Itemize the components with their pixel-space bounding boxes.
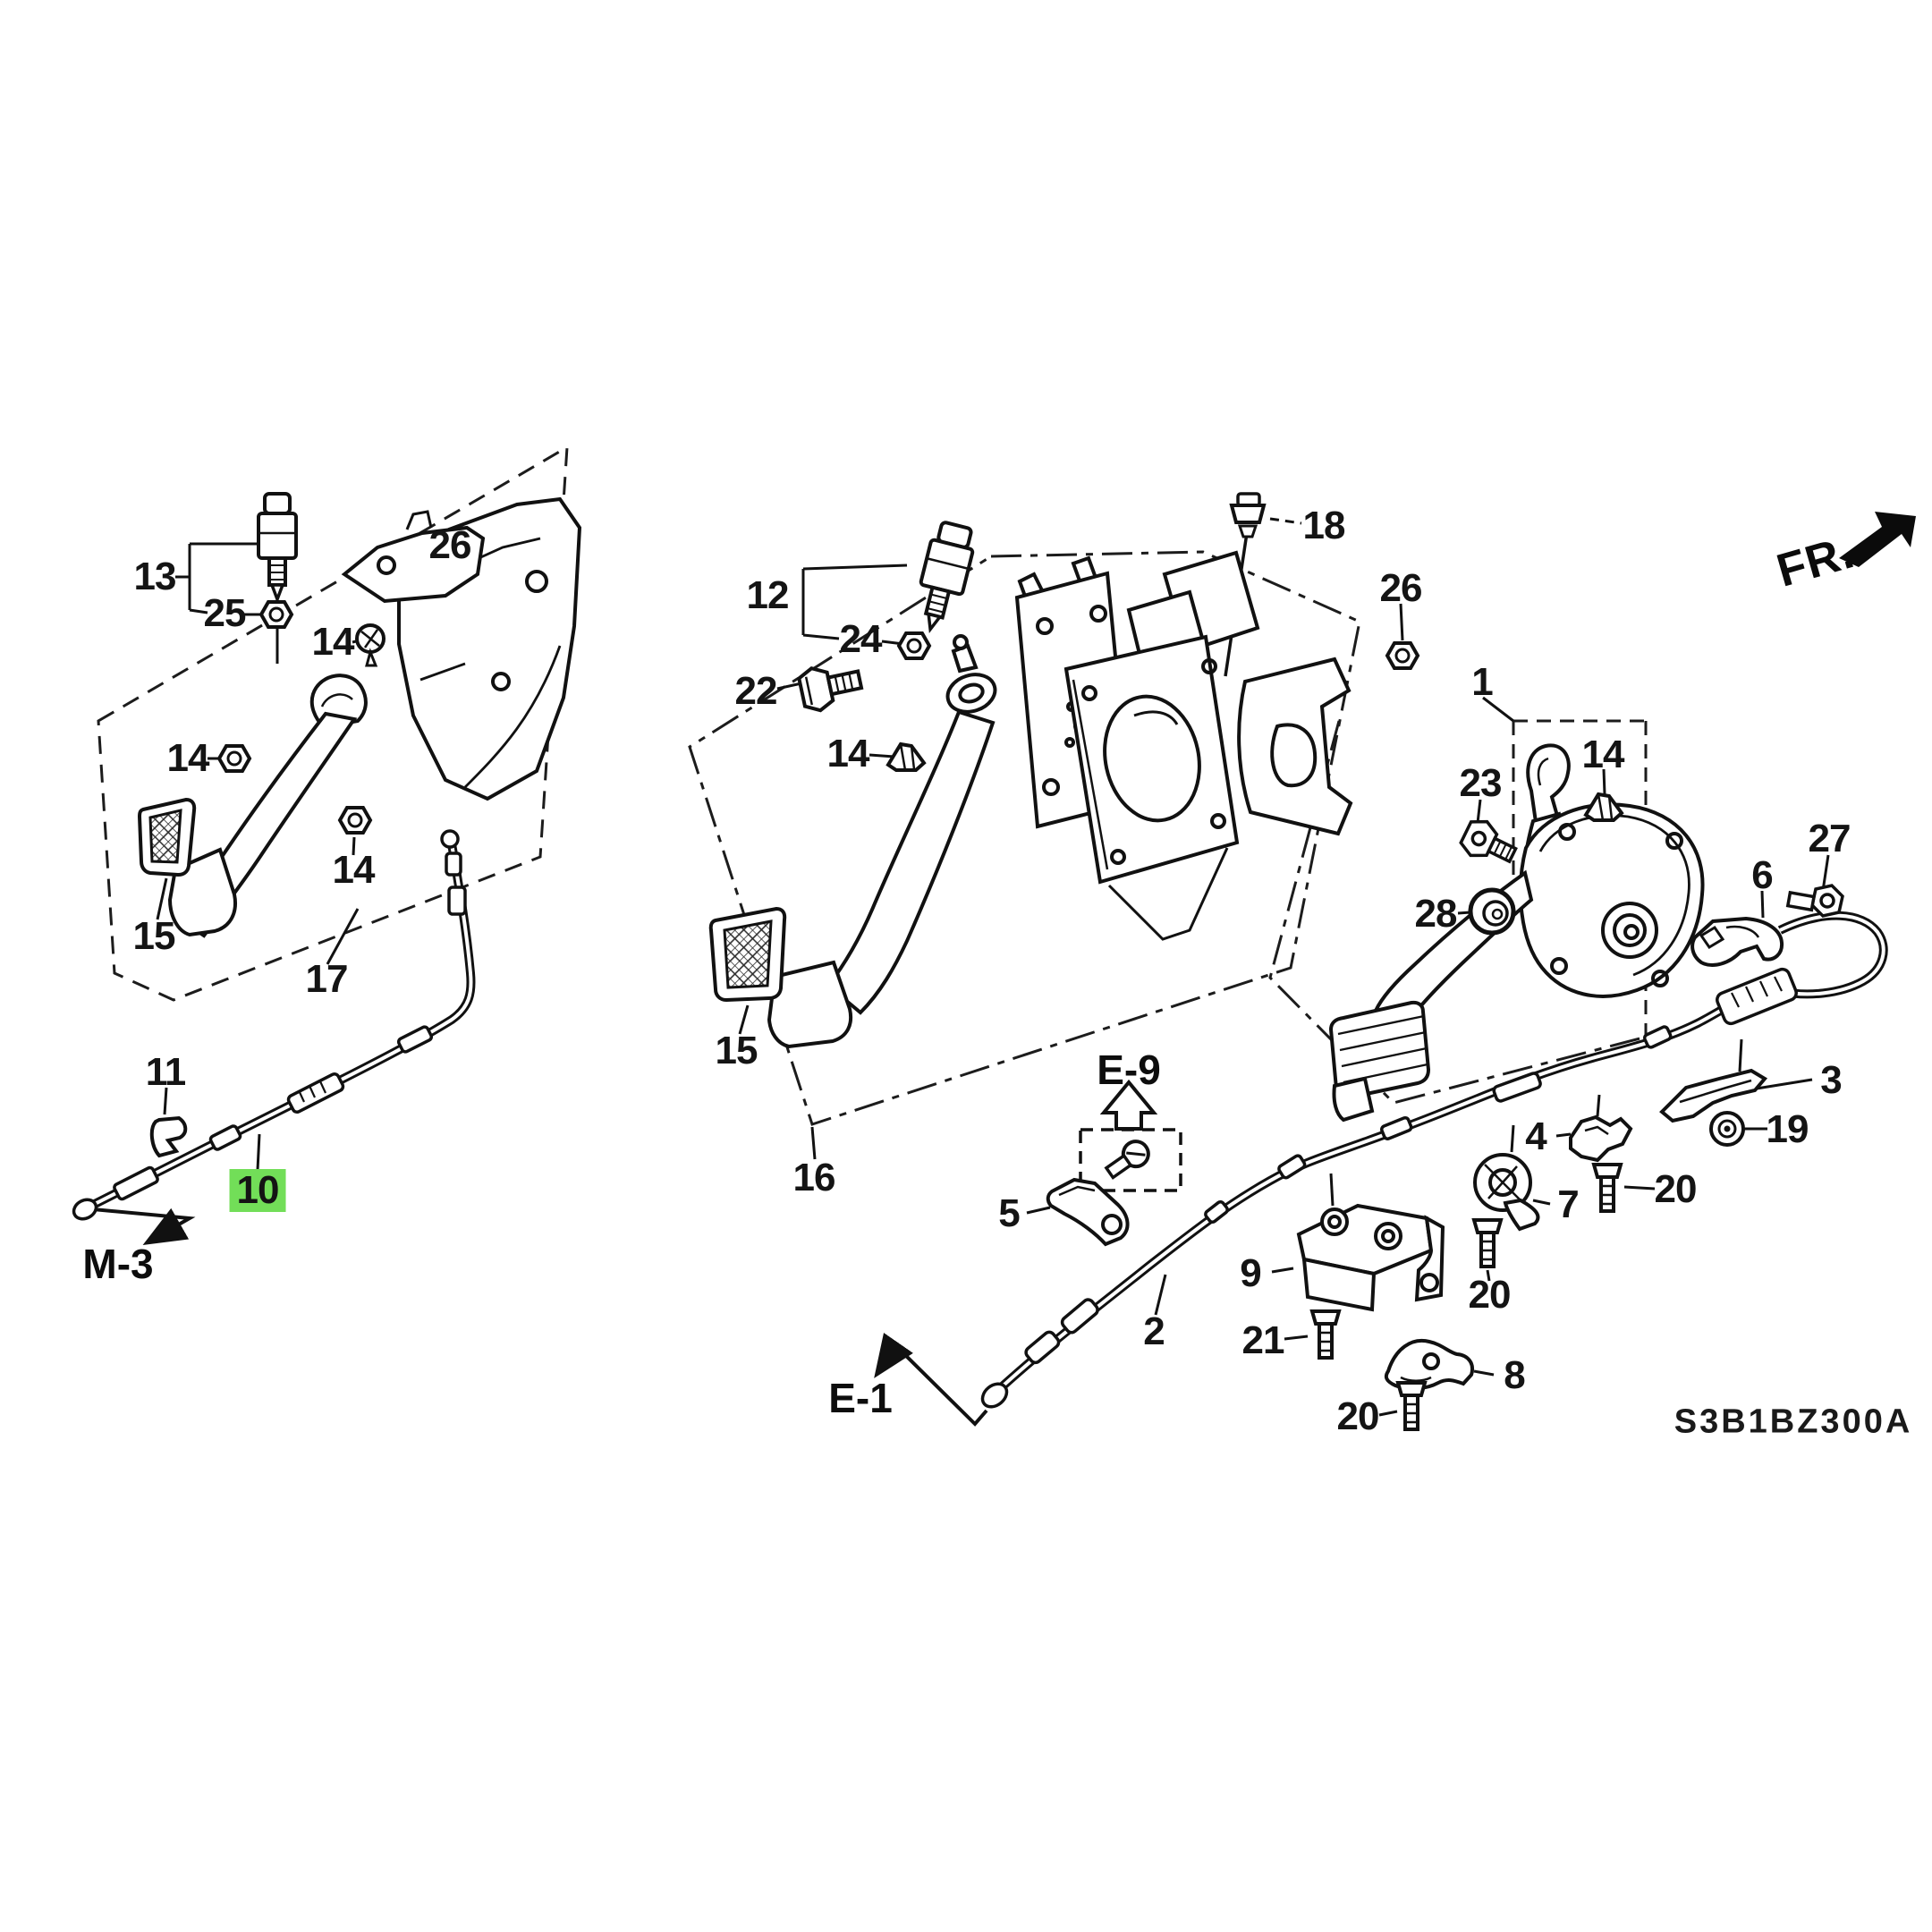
part-callout-2[interactable]: 2 (1143, 1309, 1165, 1353)
brake-pedal-pad-15 (708, 906, 787, 1003)
cable-stay-3 (1659, 1068, 1768, 1123)
clutch-switch-13 (257, 492, 298, 604)
cable-bracket-9 (1296, 1203, 1445, 1312)
diagram-code: S3B1BZ300A (1674, 1402, 1913, 1441)
cable-bracket-8 (1384, 1338, 1474, 1391)
grommet-28 (1468, 887, 1516, 936)
part-callout-25[interactable]: 25 (203, 591, 247, 635)
part-callout-16[interactable]: 16 (792, 1156, 836, 1199)
ref-label-E-1: E-1 (828, 1375, 893, 1421)
middle-assembly-outline (688, 550, 1361, 1126)
part-callout-14[interactable]: 14 (1581, 733, 1625, 776)
part-callout-6[interactable]: 6 (1751, 853, 1774, 897)
brake-switch-12 (919, 521, 975, 634)
ref-label-M-3: M-3 (82, 1241, 154, 1287)
part-callout-20[interactable]: 20 (1654, 1167, 1698, 1211)
bolt-27 (1785, 884, 1844, 918)
part-callout-20[interactable]: 20 (1468, 1273, 1512, 1317)
brake-pedal-arm (767, 634, 997, 1049)
part-callout-7[interactable]: 7 (1557, 1182, 1580, 1226)
part-callout-17[interactable]: 17 (305, 957, 349, 1001)
part-callout-15[interactable]: 15 (132, 914, 176, 958)
part-callout-10[interactable]: 10 (229, 1169, 286, 1212)
cable-bracket-5 (1046, 1177, 1130, 1247)
part-callout-9[interactable]: 9 (1240, 1251, 1262, 1295)
part-callout-8[interactable]: 8 (1504, 1353, 1526, 1397)
part-callout-5[interactable]: 5 (998, 1191, 1021, 1235)
cable-bracket-6 (1690, 916, 1784, 967)
part-callout-20[interactable]: 20 (1336, 1394, 1380, 1438)
part-callout-3[interactable]: 3 (1820, 1058, 1843, 1102)
m3-arrow (92, 1208, 196, 1245)
part-callout-14[interactable]: 14 (311, 620, 355, 664)
left-assembly-outline (97, 445, 569, 1002)
front-direction-arrow (1839, 512, 1916, 567)
part-callout-26[interactable]: 26 (428, 523, 472, 567)
part-callout-24[interactable]: 24 (839, 617, 883, 661)
accel-pedal-pad (1328, 1000, 1431, 1123)
brake-pedal-bracket-16 (1014, 550, 1353, 941)
part-callout-23[interactable]: 23 (1459, 761, 1503, 805)
part-callout-4[interactable]: 4 (1525, 1114, 1547, 1158)
bolt-22 (797, 666, 864, 713)
part-callout-14[interactable]: 14 (332, 848, 376, 892)
part-callout-1[interactable]: 1 (1471, 660, 1494, 704)
screw-14-top (355, 623, 386, 667)
e1-arrow (874, 1333, 988, 1427)
part-callout-14[interactable]: 14 (166, 736, 210, 780)
part-callout-27[interactable]: 27 (1808, 817, 1852, 860)
part-callout-12[interactable]: 12 (746, 573, 790, 617)
part-callout-15[interactable]: 15 (715, 1029, 758, 1072)
part-callout-14[interactable]: 14 (826, 732, 870, 775)
part-callout-22[interactable]: 22 (734, 669, 778, 713)
part-callout-28[interactable]: 28 (1414, 892, 1458, 936)
throttle-cable-2 (980, 911, 1888, 1409)
e9-bolt (1104, 1140, 1150, 1180)
part-callout-18[interactable]: 18 (1302, 504, 1346, 547)
leader-lines (156, 517, 1830, 1417)
cable-clip-11 (149, 1115, 188, 1158)
bolt-23 (1459, 819, 1518, 864)
part-callout-11[interactable]: 11 (145, 1050, 187, 1094)
part-callout-13[interactable]: 13 (133, 555, 177, 598)
clutch-cable-10 (72, 829, 476, 1221)
clutch-pedal-pad-15 (137, 797, 197, 877)
cable-clip-7 (1473, 1153, 1540, 1232)
part-callout-26[interactable]: 26 (1379, 566, 1423, 610)
ref-label-E-9: E-9 (1097, 1046, 1161, 1093)
part-callout-21[interactable]: 21 (1241, 1318, 1285, 1362)
clutch-pedal-bracket-17 (341, 496, 582, 801)
cable-clamp-4 (1569, 1114, 1633, 1163)
part-callout-19[interactable]: 19 (1766, 1107, 1809, 1151)
e9-arrow (1079, 1079, 1182, 1192)
